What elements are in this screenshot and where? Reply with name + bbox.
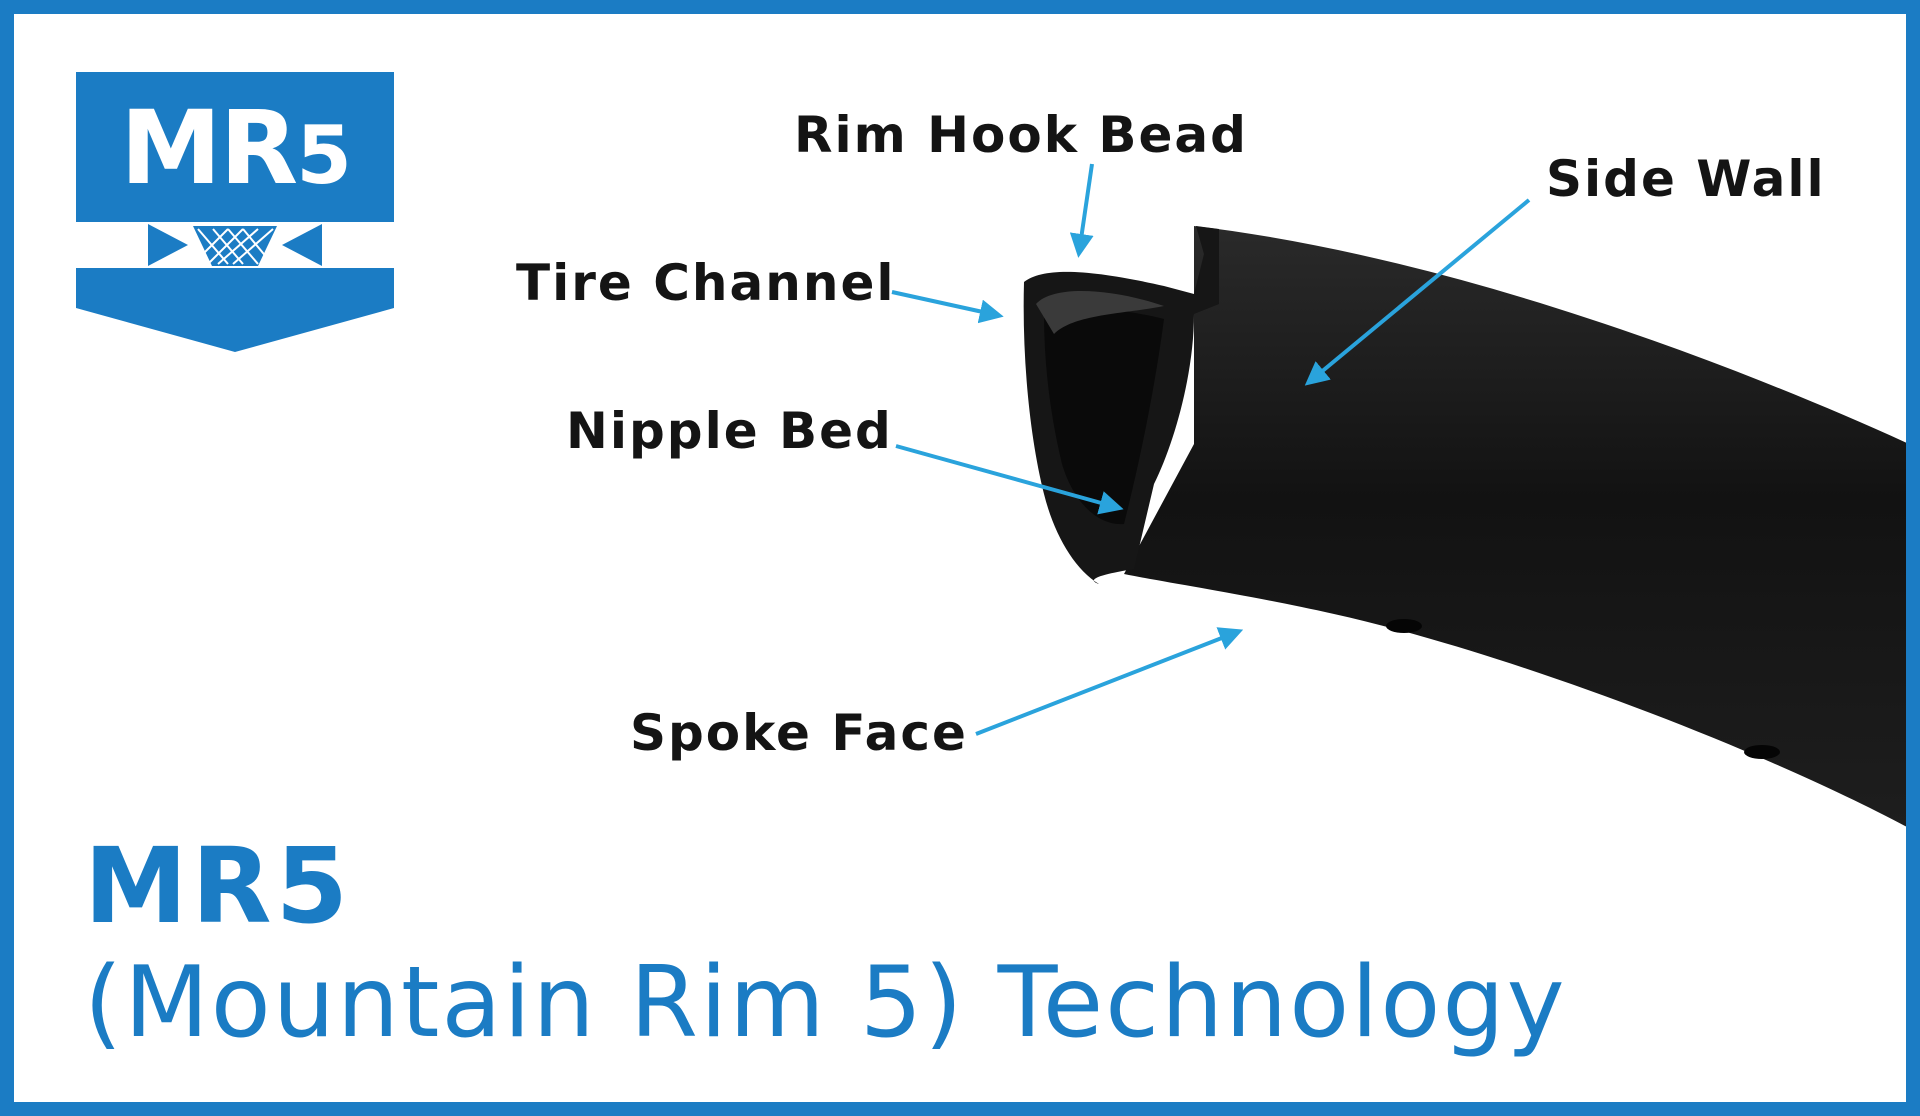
rim-channel-highlight xyxy=(1036,291,1164,334)
rim-cavity-shape xyxy=(1044,308,1164,525)
title-subtitle: (Mountain Rim 5) Technology xyxy=(84,946,1567,1060)
label-tire-channel: Tire Channel xyxy=(516,254,896,312)
arrow-nipple-bed xyxy=(895,444,1124,515)
rim-side-wall-shape xyxy=(1124,226,1906,827)
logo-text-main: MR xyxy=(120,89,298,208)
label-side-wall: Side Wall xyxy=(1546,150,1826,208)
label-nipple-bed: Nipple Bed xyxy=(566,402,893,460)
logo-text-suffix: 5 xyxy=(296,109,352,202)
spoke-hole-2 xyxy=(1744,745,1780,759)
arrow-tire-channel xyxy=(891,290,1004,324)
title-main: MR5 xyxy=(84,825,352,947)
label-spoke-face: Spoke Face xyxy=(630,704,968,762)
mr5-shield-icon xyxy=(70,66,400,358)
arrow-spoke-face xyxy=(975,627,1244,736)
spoke-hole-1 xyxy=(1386,619,1422,633)
mesh-pattern-icon xyxy=(148,224,322,266)
logo-wordmark: MR5 xyxy=(68,98,402,200)
label-rim-hook-bead: Rim Hook Bead xyxy=(794,106,1248,164)
mr5-logo: MR5 xyxy=(68,64,402,360)
arrow-rim-hook-bead xyxy=(1069,163,1094,258)
arrow-side-wall xyxy=(1304,198,1531,386)
rim-diagram-canvas xyxy=(891,163,1906,827)
